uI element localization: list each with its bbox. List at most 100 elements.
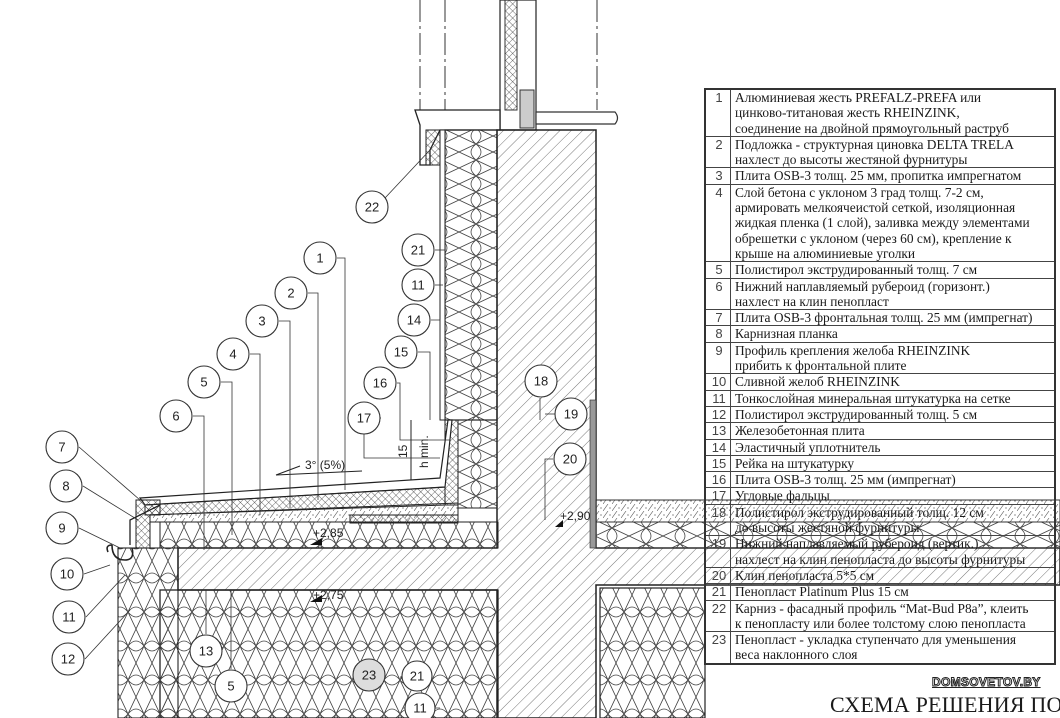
slope-annotation: 3° (5%) <box>275 458 363 476</box>
callout-7: 7 <box>45 430 79 464</box>
vertical-membrane <box>589 399 597 549</box>
callout-14: 14 <box>397 303 431 337</box>
callout-4: 4 <box>216 337 250 371</box>
callout-12: 12 <box>51 642 85 676</box>
legend-number: 10 <box>705 373 731 391</box>
callout-16: 16 <box>363 366 397 400</box>
callout-21: 21 <box>401 233 435 267</box>
svg-text:20: 20 <box>563 452 577 467</box>
legend-description: Подложка - структурная циновка DELTA TRE… <box>730 135 1055 168</box>
legend-number: 22 <box>705 599 731 632</box>
svg-text:7: 7 <box>58 440 65 455</box>
svg-text:13: 13 <box>199 644 213 659</box>
callout-9: 9 <box>45 511 79 545</box>
right-lower-insulation <box>599 587 706 718</box>
site-watermark: DOMSOVETOV.BY <box>932 675 1041 689</box>
legend-number: 9 <box>705 341 731 374</box>
level-2-85: +2,85 <box>313 526 344 540</box>
legend-number: 13 <box>705 422 731 440</box>
legend-description: Пенопласт Platinum Plus 15 см <box>730 583 1055 600</box>
legend-description: Карнизная планка <box>730 325 1055 343</box>
svg-text:5: 5 <box>227 679 234 694</box>
svg-text:4: 4 <box>229 347 236 362</box>
callout-1: 1 <box>303 241 337 275</box>
legend-description: Плита OSB-3 толщ. 25 мм (импрегнат) <box>730 471 1055 488</box>
legend-number: 18 <box>705 503 731 536</box>
legend-description: Пенопласт - укладка ступенчато для умень… <box>730 631 1055 664</box>
svg-text:11: 11 <box>413 701 427 716</box>
legend-number: 23 <box>705 631 731 664</box>
svg-text:18: 18 <box>534 374 548 389</box>
callout-13: 13 <box>189 634 223 668</box>
callout-23: 23 <box>352 658 386 692</box>
legend-number: 15 <box>705 454 731 472</box>
legend-number: 19 <box>705 535 731 568</box>
svg-text:10: 10 <box>60 567 74 582</box>
roof-layers <box>117 419 499 718</box>
svg-text:21: 21 <box>410 669 424 684</box>
legend-number: 17 <box>705 487 731 505</box>
drawing-title: СХЕМА РЕШЕНИЯ ПОДН <box>830 692 1060 717</box>
upstand-xps <box>457 419 498 509</box>
callouts: 22 21 11 1 2 14 3 15 4 16 5 17 6 18 19 2… <box>45 190 588 718</box>
callout-11: 11 <box>401 268 435 302</box>
legend-description: Слой бетона с уклоном 3 град толщ. 7-2 с… <box>730 183 1055 262</box>
svg-text:17: 17 <box>357 411 371 426</box>
callout-22: 22 <box>355 190 389 224</box>
svg-text:11: 11 <box>411 278 425 293</box>
legend-number: 1 <box>705 88 731 137</box>
svg-text:14: 14 <box>407 313 421 328</box>
callout-15: 15 <box>384 335 418 369</box>
legend-description: Плита OSB-3 фронтальная толщ. 25 мм (имп… <box>730 309 1055 326</box>
legend-number: 12 <box>705 405 731 423</box>
dim-h-min: h min. <box>417 435 431 468</box>
legend-number: 21 <box>705 583 731 600</box>
slope-label: 3° (5%) <box>305 458 345 472</box>
svg-text:19: 19 <box>564 407 578 422</box>
legend-description: Нижний наплавляемый рубероид (вертик.) н… <box>730 535 1055 568</box>
legend-number: 6 <box>705 277 731 310</box>
svg-text:5: 5 <box>200 375 207 390</box>
legend-number: 16 <box>705 471 731 488</box>
svg-text:11: 11 <box>62 610 76 625</box>
legend-description: Сливной желоб RHEINZINK <box>730 373 1055 391</box>
callout-5b: 5 <box>214 669 248 703</box>
svg-text:15: 15 <box>394 345 408 360</box>
level-2-90: +2,90 <box>560 509 591 523</box>
callout-11c: 11 <box>404 692 436 718</box>
legend-description: Карниз - фасадный профиль “Mat-Bud P8a”,… <box>730 599 1055 632</box>
legend-description: Тонкослойная минеральная штукатурка на с… <box>730 389 1055 407</box>
legend-number: 7 <box>705 309 731 326</box>
legend-description: Плита OSB-3 толщ. 25 мм, пропитка импрег… <box>730 167 1055 185</box>
legend-description: Эластичный уплотнитель <box>730 438 1055 456</box>
legend-description: Полистирол экструдированный толщ. 5 см <box>730 405 1055 423</box>
window-frame <box>419 0 619 131</box>
svg-text:22: 22 <box>365 200 379 215</box>
legend-description: Клин пенопласта 5*5 см <box>730 566 1055 584</box>
callout-20: 20 <box>553 442 587 476</box>
callout-17: 17 <box>347 401 381 435</box>
dim-15: 15 <box>396 444 410 458</box>
svg-text:16: 16 <box>373 376 387 391</box>
callout-2: 2 <box>274 276 308 310</box>
level-marks: +2,85 +2,75 +2,90 15 h min. <box>310 420 591 602</box>
level-2-75: +2,75 <box>313 588 344 602</box>
